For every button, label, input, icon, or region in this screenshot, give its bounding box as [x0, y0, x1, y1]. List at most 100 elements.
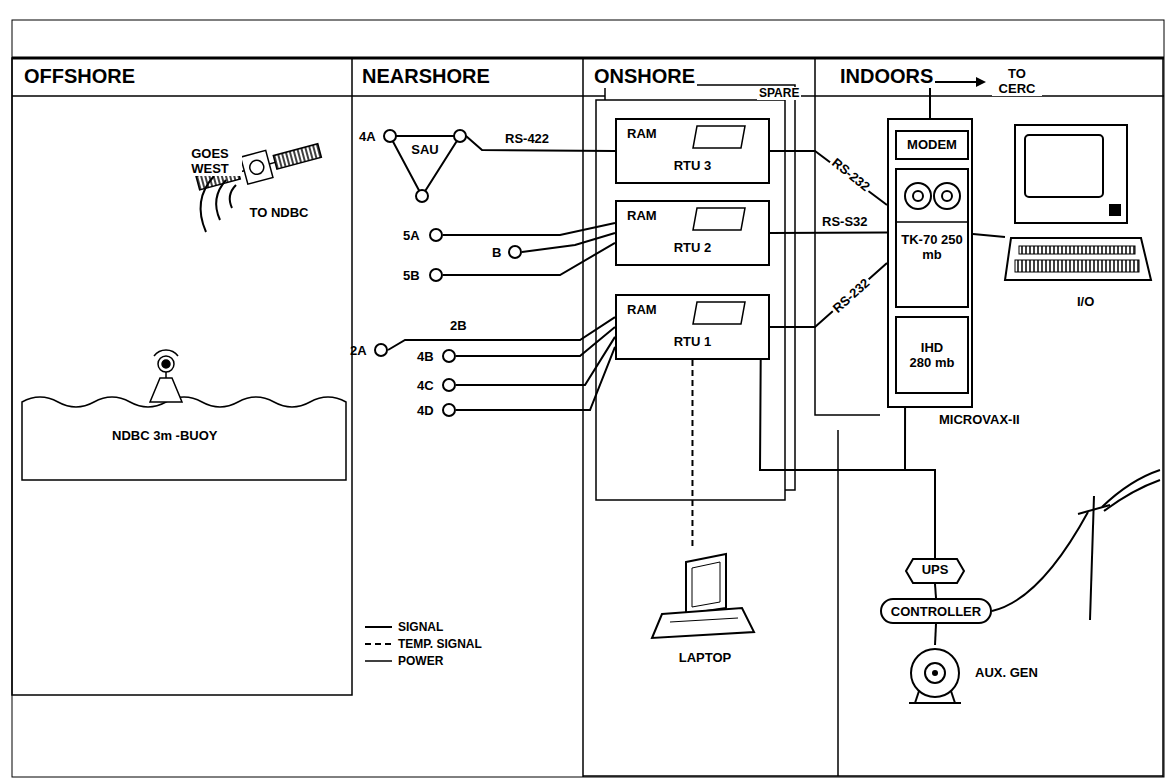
signal-label: RS-232: [828, 153, 875, 195]
satellite: [248, 159, 265, 176]
node-text: RTU 2: [674, 240, 712, 255]
terminal-drawing: [1005, 120, 1155, 315]
generator-drawing: [911, 649, 959, 697]
satellite: [201, 176, 236, 232]
satellite: [201, 176, 214, 232]
frame: [12, 20, 1164, 777]
sensor-circle: 4B: [442, 349, 456, 363]
connector: [973, 234, 1005, 237]
connector: [770, 151, 887, 205]
signal-label: RS-232: [828, 273, 874, 316]
controller-box: CONTROLLER: [880, 598, 992, 624]
connector: [456, 337, 615, 385]
to-cerc-arrow: [930, 82, 984, 118]
rtu-cabinet: [596, 100, 785, 500]
power-pole: [1102, 470, 1160, 507]
water-and-buoy: [158, 356, 174, 372]
water-and-buoy: [22, 350, 346, 480]
sensor-circle: 4C: [442, 378, 456, 392]
connector: [770, 232, 887, 234]
connector: [443, 223, 615, 235]
legend-sample: [365, 660, 392, 662]
node-text: CONTROLLER: [891, 604, 981, 619]
connector: [770, 263, 887, 327]
section-heading: ONSHORE: [592, 64, 697, 88]
satellite: [230, 185, 236, 208]
computer-cabinet: MICROVAX-IIMODEMTK-70 250 mbIHD 280 mb: [887, 118, 973, 408]
node-text: TK-70 250 mb: [899, 232, 965, 262]
rtu-box: RAM RTU 2: [615, 200, 770, 266]
ram-card: [693, 302, 745, 324]
power-pole: [992, 470, 1160, 620]
generator-drawing: [951, 691, 955, 703]
sensor-circle: 5B: [429, 268, 443, 282]
node-text: 5A: [403, 228, 420, 243]
node-text: IHD 280 mb: [909, 340, 955, 370]
section-heading: OFFSHORE: [22, 64, 137, 88]
connector: [443, 243, 615, 275]
connector: [456, 327, 615, 356]
connector: [456, 347, 615, 410]
sensor-circle: B: [508, 245, 522, 259]
terminal-drawing: [1015, 260, 1139, 272]
node-text: RTU 3: [674, 158, 712, 173]
generator-drawing: [905, 645, 965, 705]
node-text: RAM: [627, 208, 657, 223]
frame: [582, 58, 584, 777]
rtu-box: RAMRTU 1: [615, 294, 770, 360]
node-text: MODEM: [907, 137, 957, 152]
generator-drawing: [925, 663, 945, 683]
tape-reels: [897, 221, 967, 223]
sensor-circle: 4A: [383, 129, 397, 143]
sau-triangle: [416, 190, 428, 202]
laptop-drawing: [692, 562, 720, 607]
node-text: 2A: [350, 343, 367, 358]
frame: [837, 430, 839, 776]
node-text: RAM: [627, 302, 657, 317]
label-text: GOES WEST: [178, 146, 242, 176]
disk-drive: IHD 280 mb: [895, 316, 969, 394]
laptop: LAPTOP: [650, 550, 760, 670]
satellite: [216, 180, 226, 220]
generator: AUX. GEN: [905, 645, 965, 705]
terminal-drawing: [1109, 204, 1121, 216]
tape-reels: [942, 191, 952, 201]
laptop-drawing: [686, 554, 726, 614]
tape-drive: TK-70 250 mb: [895, 168, 969, 308]
signal-label: RS-422: [503, 131, 551, 146]
water-and-buoy: [154, 350, 178, 356]
power-pole: [1104, 480, 1160, 511]
ups-hexagon: [906, 559, 964, 583]
node-text: AUX. GEN: [975, 665, 1038, 680]
node-text: RAM: [627, 126, 657, 141]
connector: [935, 624, 936, 645]
node-text: 4D: [417, 403, 434, 418]
legend-text: POWER: [396, 654, 445, 668]
sensor-circle: 2A: [374, 343, 388, 357]
frame: [12, 58, 352, 695]
terminal-drawing: [1019, 246, 1135, 254]
modem-box: MODEM: [895, 130, 969, 160]
terminal: I/O: [1005, 120, 1155, 315]
legend-sample: [365, 643, 392, 645]
sau-triangle: [390, 136, 460, 196]
connector: [935, 584, 936, 598]
rtu-box: RAM RTU 3: [615, 118, 770, 184]
water-and-buoy: [150, 378, 182, 402]
water-and-buoy: [22, 397, 346, 480]
connector: [388, 317, 615, 350]
rtu-cabinet: [596, 85, 795, 500]
node-text: UPS: [922, 562, 949, 577]
connector: [691, 360, 693, 550]
node-text: SAU: [411, 142, 438, 157]
label-text: SPARE: [757, 87, 801, 100]
ups-hexagon: UPS: [905, 558, 965, 584]
node-text: B: [492, 245, 501, 260]
node-text: 4C: [417, 378, 434, 393]
terminal-drawing: [1015, 125, 1127, 223]
sensor-circle: 5A: [429, 228, 443, 242]
label-text: TO CERC: [992, 66, 1042, 96]
legend-text: SIGNAL: [396, 620, 445, 634]
